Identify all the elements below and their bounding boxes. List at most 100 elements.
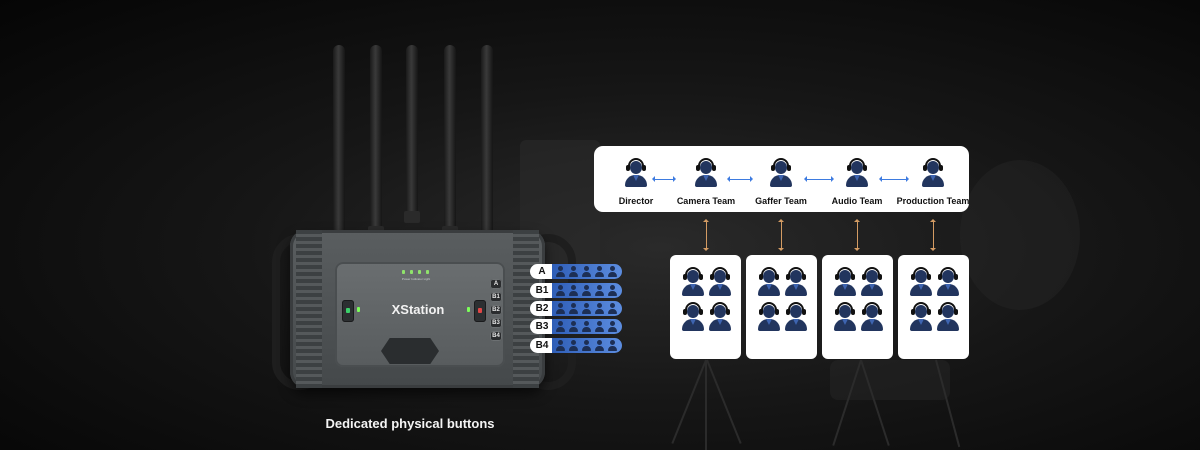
antenna [331,45,347,248]
channel-button-b1[interactable]: B1 [490,292,502,302]
headset-person-icon [707,267,733,297]
role-name: Camera Team [676,196,736,206]
role-name: Gaffer Team [755,196,807,206]
group-label: A [538,266,546,277]
link-arrow [879,176,909,182]
group-label: B2 [535,303,549,314]
person-icon [556,303,565,314]
caption: Dedicated physical buttons [325,416,495,431]
power-indicator-label: Power Indicator Light [401,277,431,281]
headset-person-icon [768,158,794,188]
antenna [368,45,384,238]
group-members [556,321,617,332]
person-icon [608,266,617,277]
person-icon [582,285,591,296]
link-arrow [652,176,676,182]
vertical-link-arrow [854,219,860,251]
person-icon [582,340,591,351]
device-brand: XStation [391,302,445,317]
person-icon [582,321,591,332]
headset-person-icon [844,158,870,188]
headset-person-icon [908,302,934,332]
bg-equipment [960,160,1080,310]
person-icon [569,340,578,351]
group-pill-b1: B1 [530,283,622,298]
team-box-audio [822,255,893,359]
hex-center-button[interactable] [381,338,439,364]
headset-person-icon [832,302,858,332]
role-card: Director Camera Team Gaffer Team Audio T… [594,146,969,212]
group-members [556,285,617,296]
headset-person-icon [908,267,934,297]
headset-person-icon [680,302,706,332]
antenna [479,45,495,248]
right-side-button[interactable] [474,300,486,322]
person-icon [608,321,617,332]
vertical-link-arrow [930,219,936,251]
headset-person-icon [935,267,961,297]
role-name: Audio Team [831,196,883,206]
person-icon [556,321,565,332]
role-name: Production Team [896,196,970,206]
group-pill-b4: B4 [530,338,622,353]
person-icon [582,266,591,277]
headset-person-icon [920,158,946,188]
person-icon [595,340,604,351]
bg-tripod-leg [705,360,707,450]
headset-person-icon [859,302,885,332]
person-icon [608,285,617,296]
headset-person-icon [680,267,706,297]
team-box-production [898,255,969,359]
channel-button-b3[interactable]: B3 [490,318,502,328]
group-members [556,266,617,277]
person-icon [556,285,565,296]
group-pill-b2: B2 [530,301,622,316]
headset-person-icon [707,302,733,332]
role-name: Director [618,196,654,206]
antenna [404,45,420,223]
headset-person-icon [935,302,961,332]
headset-person-icon [832,267,858,297]
vertical-link-arrow [778,219,784,251]
group-members [556,303,617,314]
person-icon [569,321,578,332]
heat-fins [296,230,322,388]
person-icon [595,266,604,277]
group-label: B4 [535,340,549,351]
headset-person-icon [756,267,782,297]
right-status-led [467,307,470,312]
team-box-gaffer [746,255,817,359]
person-icon [569,285,578,296]
team-box-camera [670,255,741,359]
person-icon [582,303,591,314]
headset-person-icon [693,158,719,188]
left-status-led [357,307,360,312]
vertical-link-arrow [703,219,709,251]
channel-button-b2[interactable]: B2 [490,305,502,315]
link-arrow [727,176,753,182]
group-pill-a: A [530,264,622,279]
channel-button-b4[interactable]: B4 [490,331,502,341]
group-members [556,340,617,351]
headset-person-icon [859,267,885,297]
group-label: B3 [535,321,549,332]
headset-person-icon [756,302,782,332]
headset-person-icon [623,158,649,188]
person-icon [569,303,578,314]
person-icon [608,303,617,314]
group-pill-b3: B3 [530,319,622,334]
power-indicator-leds [402,270,429,274]
person-icon [569,266,578,277]
person-icon [595,285,604,296]
person-icon [556,266,565,277]
channel-button-a[interactable]: A [490,279,502,289]
person-icon [595,321,604,332]
headset-person-icon [783,302,809,332]
headset-person-icon [783,267,809,297]
left-side-button[interactable] [342,300,354,322]
antenna [442,45,458,238]
person-icon [608,340,617,351]
group-label: B1 [535,285,549,296]
